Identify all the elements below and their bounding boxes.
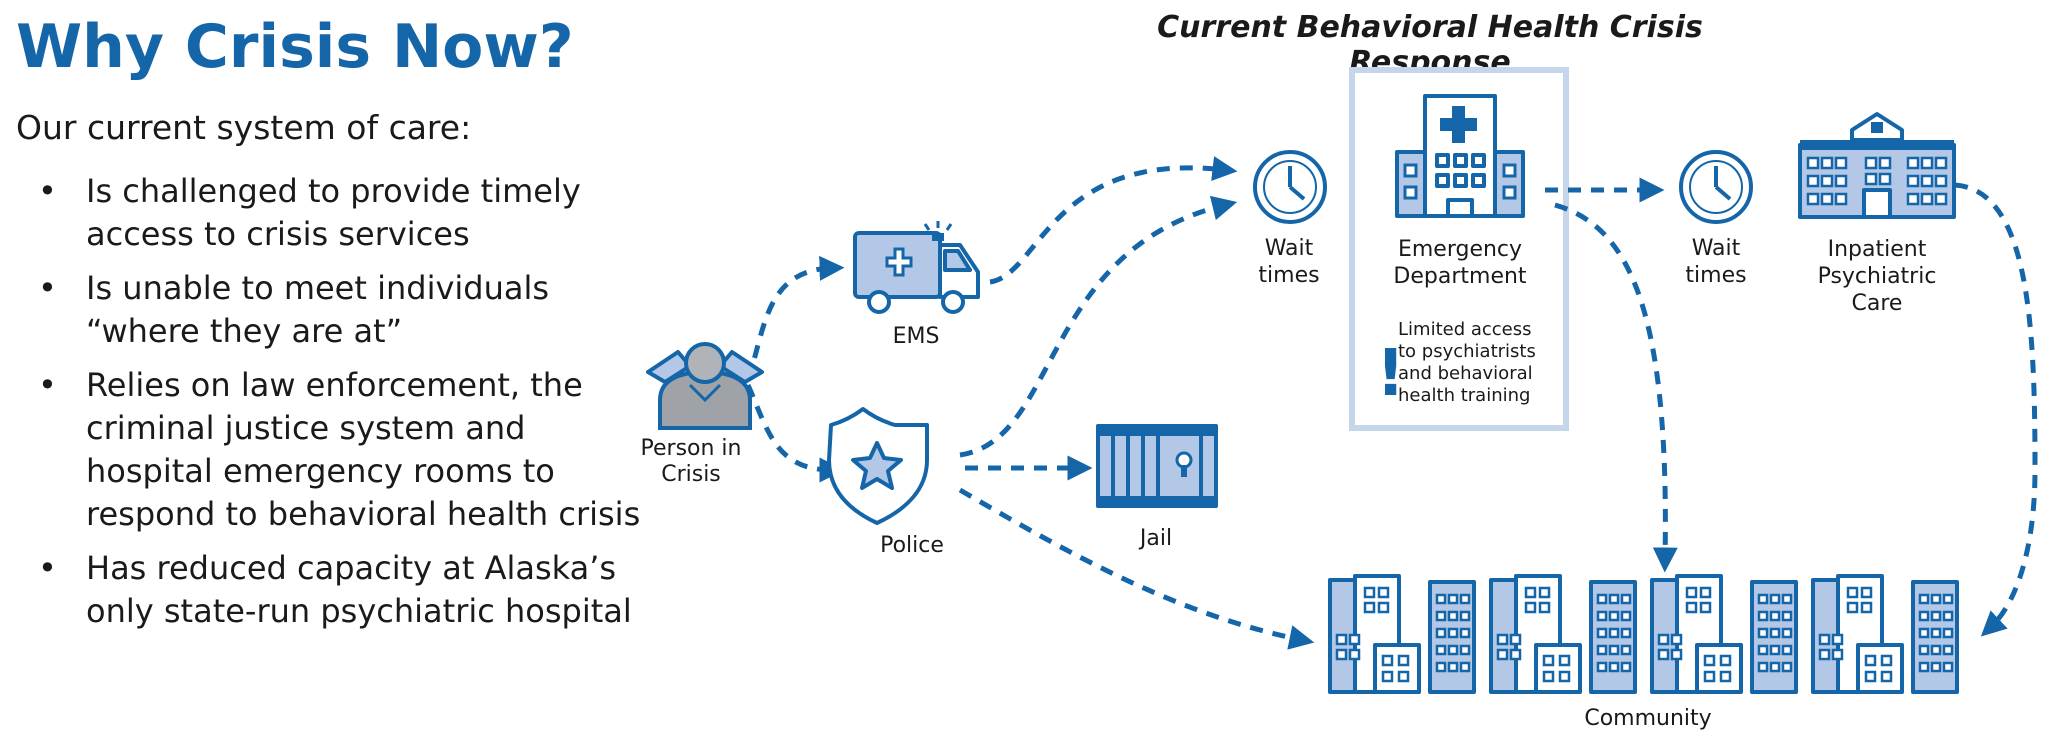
community-buildings-icon xyxy=(1328,574,1476,694)
page-title: Why Crisis Now? xyxy=(16,12,574,82)
exclamation-icon: ! xyxy=(1376,337,1405,411)
arrow-person-to-police xyxy=(745,383,845,483)
community-buildings-icon xyxy=(1811,574,1959,694)
person-label: Crisis xyxy=(661,462,721,487)
ed-label: Emergency xyxy=(1398,237,1522,262)
bullet-line: respond to behavioral health crisis xyxy=(86,495,641,533)
arrow-police-to-wait xyxy=(959,195,1238,458)
ambulance-icon xyxy=(853,221,980,314)
note-line: to psychiatrists xyxy=(1398,341,1536,362)
arrow-ed-to-community xyxy=(1554,202,1678,573)
bullet-line: Relies on law enforcement, the xyxy=(86,366,583,404)
person-crisis-icon xyxy=(646,342,764,430)
bullet-line: “where they are at” xyxy=(86,312,403,350)
wait-label: Wait xyxy=(1265,236,1314,261)
wait-label: Wait xyxy=(1692,236,1741,261)
arrow-person-to-ems xyxy=(745,255,845,381)
ed-label: Department xyxy=(1393,264,1527,289)
inpatient-label: Inpatient xyxy=(1828,237,1927,262)
bullet-line: Has reduced capacity at Alaska’s xyxy=(86,549,617,587)
police-badge-icon xyxy=(827,407,929,525)
bullet-line: hospital emergency rooms to xyxy=(86,452,555,490)
wait-label: times xyxy=(1685,263,1746,288)
bullet-item: Is challenged to provide timely access t… xyxy=(30,170,650,256)
inpatient-label: Psychiatric xyxy=(1818,264,1937,289)
jail-icon xyxy=(1096,424,1218,508)
note-line: and behavioral xyxy=(1398,363,1533,384)
bullet-item: Has reduced capacity at Alaska’s only st… xyxy=(30,547,650,633)
jail-label: Jail xyxy=(1138,526,1172,551)
hospital-icon xyxy=(1395,94,1525,218)
wait-label: times xyxy=(1258,263,1319,288)
arrow-inpatient-to-community xyxy=(1954,182,2038,637)
inpatient-label: Care xyxy=(1852,291,1903,316)
note-line: health training xyxy=(1398,385,1530,406)
bullet-item: Relies on law enforcement, the criminal … xyxy=(30,364,650,536)
community-label: Community xyxy=(1584,706,1711,731)
clock-icon xyxy=(1253,150,1327,224)
bullet-line: Is unable to meet individuals xyxy=(86,269,550,307)
bullet-item: Is unable to meet individuals “where the… xyxy=(30,267,650,353)
bullet-line: criminal justice system and xyxy=(86,409,526,447)
bullet-line: only state-run psychiatric hospital xyxy=(86,592,632,630)
diagram-title: Current Behavioral Health Crisis Respons… xyxy=(1157,10,1703,80)
community-buildings-icon xyxy=(1489,574,1637,694)
psychiatric-hospital-icon xyxy=(1798,112,1956,219)
person-label: Person in xyxy=(641,436,742,461)
arrow-ems-to-wait xyxy=(989,156,1238,285)
bullet-line: access to crisis services xyxy=(86,215,470,253)
bullet-line: Is challenged to provide timely xyxy=(86,172,581,210)
flow-arrows xyxy=(745,156,2038,650)
intro-text: Our current system of care: xyxy=(16,108,472,147)
ems-label: EMS xyxy=(893,324,940,349)
community-buildings-icon xyxy=(1650,574,1798,694)
bullet-list: Is challenged to provide timely access t… xyxy=(30,170,650,644)
police-label: Police xyxy=(880,533,944,558)
note-line: Limited access xyxy=(1398,319,1532,340)
arrow-police-to-community xyxy=(958,487,1315,650)
clock-icon xyxy=(1679,150,1753,224)
